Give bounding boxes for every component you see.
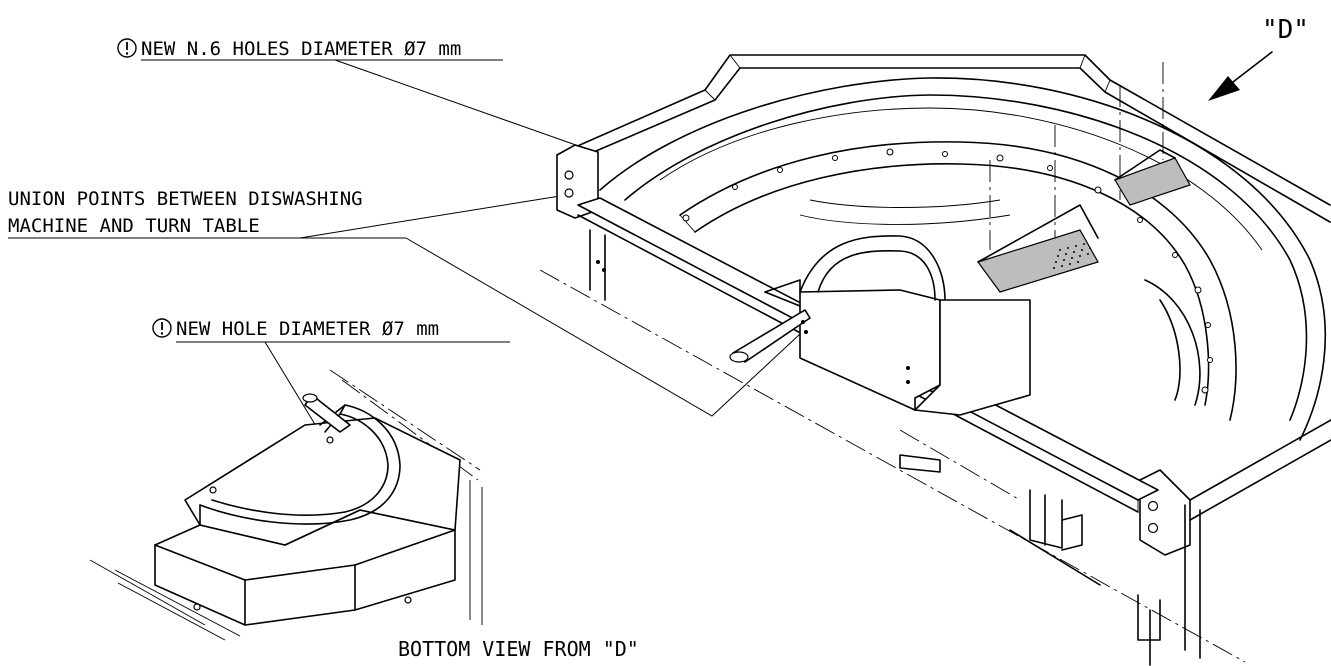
callout-six-holes: NEW N.6 HOLES DIAMETER Ø7 mm: [117, 38, 591, 151]
callout-union-points: UNION POINTS BETWEEN DISWASHING MACHINE …: [8, 188, 801, 417]
turn-table-assembly: [539, 54, 1331, 666]
union-points-leader-lower: [405, 237, 801, 417]
union-points-label-line1: UNION POINTS BETWEEN DISWASHING: [8, 188, 363, 210]
six-holes-label: NEW N.6 HOLES DIAMETER Ø7 mm: [141, 38, 461, 60]
bottom-view-caption: BOTTOM VIEW FROM "D": [398, 637, 639, 661]
union-points-leader-upper: [299, 195, 561, 239]
view-d-label: "D": [1262, 15, 1309, 45]
perforated-screen: [1053, 243, 1091, 269]
warning-icon: [117, 38, 137, 58]
six-holes-leader: [334, 59, 591, 151]
union-points-label-line2: MACHINE AND TURN TABLE: [8, 215, 260, 237]
new-hole-label: NEW HOLE DIAMETER Ø7 mm: [176, 318, 439, 340]
new-hole-leader: [264, 341, 323, 437]
view-d-arrowhead: [1208, 76, 1240, 101]
bottom-view-detail: [89, 369, 483, 641]
warning-icon: [152, 318, 172, 338]
callout-new-hole: NEW HOLE DIAMETER Ø7 mm: [152, 318, 510, 437]
view-d-marker: "D": [1208, 15, 1309, 101]
